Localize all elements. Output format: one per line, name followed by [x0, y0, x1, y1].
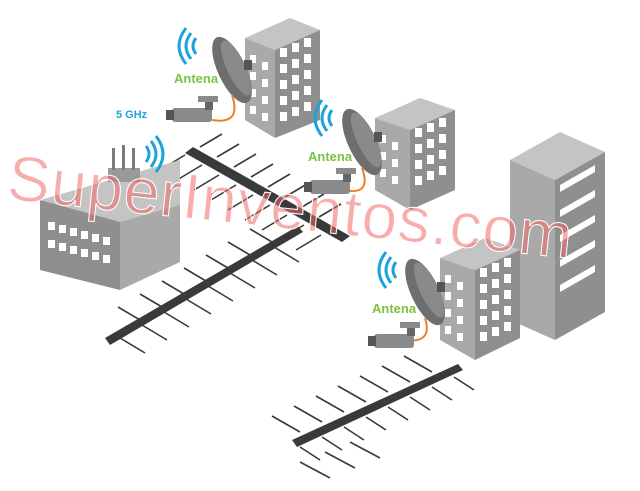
left-parking-strip	[105, 226, 303, 354]
wifi-signal-icon	[177, 27, 198, 65]
security-camera-icon	[304, 168, 356, 194]
building-bottom	[440, 238, 520, 360]
antenna-label-1: Antena	[174, 71, 219, 86]
antenna-label-2: Antena	[308, 149, 353, 164]
dish-antenna-icon	[212, 36, 252, 104]
security-camera-icon	[166, 96, 218, 122]
lower-parking-strip	[271, 355, 475, 479]
access-point-icon	[108, 145, 140, 182]
antenna-label-3: Antena	[372, 301, 417, 316]
wifi-signal-icon	[377, 251, 398, 289]
cable	[211, 94, 236, 122]
security-camera-icon	[368, 322, 420, 348]
wifi-signal-icon	[144, 135, 165, 173]
wifi-signal-icon	[313, 99, 334, 137]
upper-parking-strip	[159, 133, 350, 251]
tall-building	[510, 132, 605, 340]
main-building	[40, 160, 180, 290]
ap-band-label: 5 GHz	[116, 109, 148, 121]
dish-antenna-icon	[342, 108, 382, 176]
building-middle	[375, 98, 455, 210]
building-top	[245, 18, 320, 138]
dish-antenna-icon	[405, 258, 445, 326]
